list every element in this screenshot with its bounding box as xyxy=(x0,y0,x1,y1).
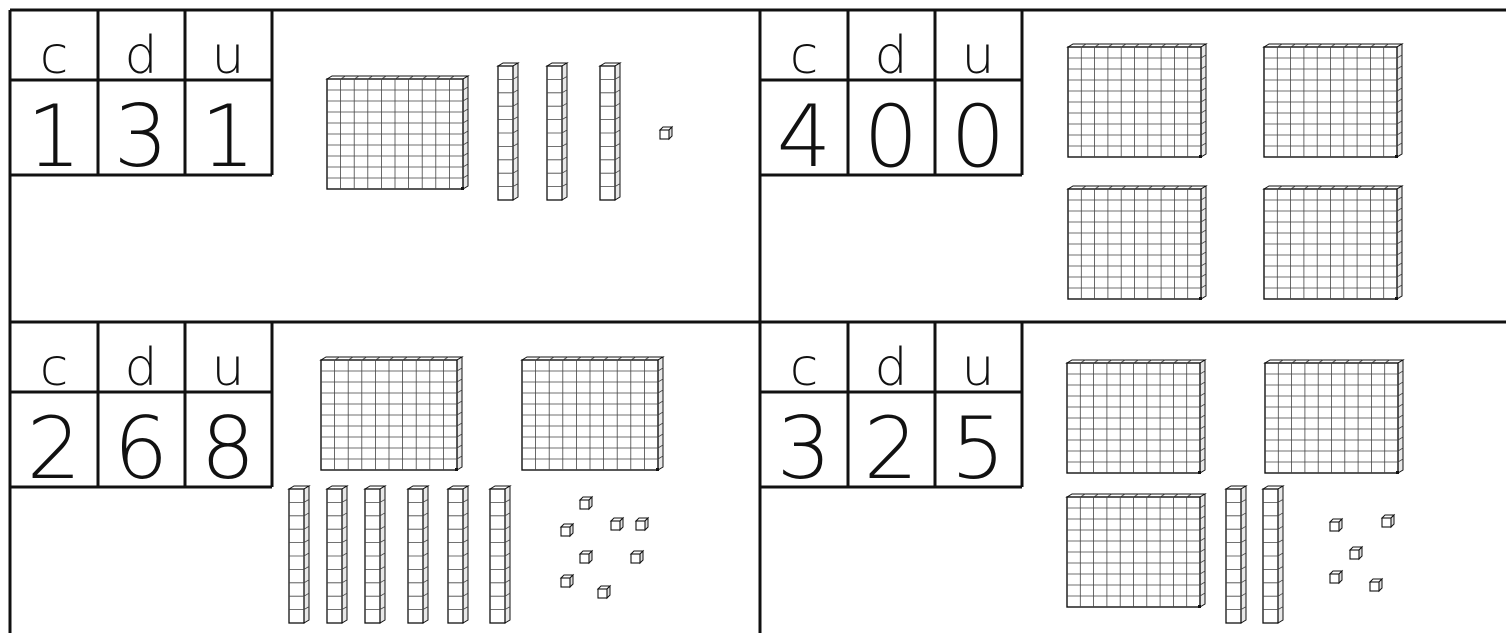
ten-rod xyxy=(547,63,567,200)
header-tens: d xyxy=(874,338,907,398)
ten-rod xyxy=(1263,486,1283,623)
hundred-flat xyxy=(1265,360,1403,474)
ten-rod xyxy=(327,486,347,623)
exercise-panel-3: c d u 2 6 8 xyxy=(10,322,663,623)
base-ten-blocks xyxy=(289,357,663,623)
unit-cube xyxy=(561,575,573,587)
unit-cube xyxy=(660,127,672,139)
digit-units: 0 xyxy=(951,87,1006,187)
ten-rod xyxy=(365,486,385,623)
base-ten-blocks xyxy=(327,63,672,200)
ten-rod xyxy=(289,486,309,623)
hundred-flat xyxy=(1068,44,1206,158)
unit-cube xyxy=(1350,547,1362,559)
hundred-flat xyxy=(1264,186,1402,300)
ten-rod xyxy=(490,486,510,623)
hundred-flat xyxy=(1264,44,1402,158)
digit-hundreds: 4 xyxy=(777,87,832,187)
ten-rod xyxy=(498,63,518,200)
header-tens: d xyxy=(874,26,907,86)
digit-units: 5 xyxy=(951,399,1006,499)
unit-cube xyxy=(636,518,648,530)
unit-cube xyxy=(1370,579,1382,591)
exercise-panel-2: c d u 4 0 0 xyxy=(760,10,1402,300)
digit-units: 1 xyxy=(201,87,256,187)
digit-tens: 3 xyxy=(114,87,169,187)
digit-units: 8 xyxy=(201,399,256,499)
ten-rod xyxy=(600,63,620,200)
digit-tens: 0 xyxy=(864,87,919,187)
header-hundreds: c xyxy=(790,338,819,398)
hundred-flat xyxy=(1068,186,1206,300)
hundred-flat xyxy=(327,76,468,190)
digit-tens: 6 xyxy=(114,399,169,499)
base-ten-blocks xyxy=(1067,360,1403,623)
header-units: u xyxy=(962,338,995,398)
header-hundreds: c xyxy=(40,26,69,86)
hundred-flat xyxy=(1067,360,1205,474)
exercise-panel-4: c d u 3 2 5 xyxy=(760,322,1403,623)
unit-cube xyxy=(580,551,592,563)
ten-rod xyxy=(408,486,428,623)
header-hundreds: c xyxy=(40,338,69,398)
header-units: u xyxy=(212,26,245,86)
header-units: u xyxy=(962,26,995,86)
header-hundreds: c xyxy=(790,26,819,86)
header-units: u xyxy=(212,338,245,398)
unit-cube xyxy=(1382,515,1394,527)
header-tens: d xyxy=(124,26,157,86)
header-tens: d xyxy=(124,338,157,398)
hundred-flat xyxy=(321,357,462,471)
exercise-panel-1: c d u 1 3 1 xyxy=(10,10,672,200)
digit-hundreds: 2 xyxy=(27,399,82,499)
hundred-flat xyxy=(522,357,663,471)
base-ten-blocks xyxy=(1068,44,1402,300)
hundred-flat xyxy=(1067,494,1205,608)
digit-hundreds: 3 xyxy=(777,399,832,499)
unit-cube xyxy=(631,551,643,563)
digit-tens: 2 xyxy=(864,399,919,499)
unit-cube xyxy=(611,518,623,530)
unit-cube xyxy=(561,524,573,536)
unit-cube xyxy=(598,586,610,598)
ten-rod xyxy=(448,486,468,623)
unit-cube xyxy=(1330,571,1342,583)
unit-cube xyxy=(580,497,592,509)
ten-rod xyxy=(1226,486,1246,623)
digit-hundreds: 1 xyxy=(27,87,82,187)
unit-cube xyxy=(1330,519,1342,531)
